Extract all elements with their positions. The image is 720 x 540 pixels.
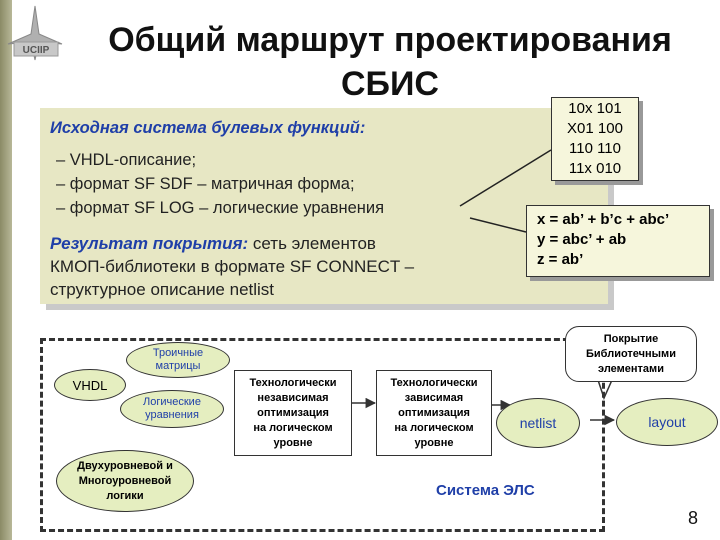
equation-y: y = abc’ + ab bbox=[537, 231, 627, 248]
node-layout: layout bbox=[616, 398, 718, 446]
node-indep-line: Технологически bbox=[249, 376, 337, 389]
node-ternary-line: матрицы bbox=[155, 360, 201, 372]
node-netlist: netlist bbox=[496, 398, 580, 448]
matrix-row: 110 110 bbox=[569, 140, 621, 157]
source-heading-text: Исходная система булевых функций: bbox=[50, 119, 366, 137]
result-text-2: КМОП-библиотеки в формате SF CONNECT – bbox=[50, 257, 415, 276]
callout-line: Покрытие bbox=[603, 332, 659, 345]
node-dep-line: уровне bbox=[414, 436, 454, 449]
title-line-1: Общий маршрут проектирования bbox=[108, 21, 672, 59]
node-dep-line: оптимизация bbox=[398, 406, 470, 419]
left-sidebar-bar bbox=[0, 0, 12, 540]
equation-x: x = ab’ + b’c + abc’ bbox=[537, 211, 670, 228]
node-tech-independent-optimization: Технологически независимая оптимизация н… bbox=[234, 370, 352, 456]
matrix-row: 10x 101 bbox=[568, 100, 622, 117]
node-vhdl: VHDL bbox=[54, 369, 126, 401]
node-dep-line: зависимая bbox=[404, 391, 464, 404]
node-indep-line: независимая bbox=[257, 391, 329, 404]
equations-box: x = ab’ + b’c + abc’ y = abc’ + ab z = a… bbox=[526, 205, 710, 277]
connector-log-to-equations bbox=[469, 217, 527, 233]
node-dep-line: Технологически bbox=[390, 376, 478, 389]
result-label: Результат покрытия: bbox=[50, 234, 249, 253]
source-panel bbox=[40, 108, 608, 304]
title-line-2: СБИС bbox=[341, 65, 439, 103]
library-cover-callout: Покрытие Библиотечными элементами bbox=[565, 326, 697, 382]
matrix-row: 11x 010 bbox=[568, 160, 622, 177]
callout-line: элементами bbox=[598, 362, 664, 375]
source-item-sdf: – формат SF SDF – матричная форма; bbox=[56, 175, 355, 193]
source-item-log: – формат SF LOG – логические уравнения bbox=[56, 199, 385, 217]
institute-logo: UCIIP bbox=[4, 4, 66, 62]
node-layout-label: layout bbox=[648, 414, 686, 430]
page-title: Общий маршрут проектирования СБИС bbox=[70, 18, 710, 106]
node-twolevel-line: Двухуровневой и bbox=[77, 459, 173, 472]
matrix-row: X01 100 bbox=[567, 120, 623, 137]
node-vhdl-label: VHDL bbox=[72, 377, 108, 393]
node-logic-line: Логические bbox=[143, 396, 201, 408]
logo-text: UCIIP bbox=[23, 45, 50, 56]
result-text-1: сеть элементов bbox=[248, 234, 376, 253]
matrix-example-box: 10x 101 X01 100 110 110 11x 010 bbox=[551, 97, 639, 181]
node-twolevel-line: логики bbox=[106, 489, 144, 502]
page-number: 8 bbox=[688, 508, 699, 528]
source-list: – VHDL-описание; – формат SF SDF – матри… bbox=[56, 148, 384, 220]
connector-sdf-to-matrix bbox=[459, 149, 552, 207]
node-indep-line: оптимизация bbox=[257, 406, 329, 419]
result-text: Результат покрытия: сеть элементов КМОП-… bbox=[50, 232, 414, 301]
source-item-vhdl: – VHDL-описание; bbox=[56, 151, 197, 169]
node-twolevel-line: Многоуровневой bbox=[78, 474, 172, 487]
node-two-multi-level-logic: Двухуровневой и Многоуровневой логики bbox=[56, 450, 194, 512]
node-indep-line: уровне bbox=[273, 436, 313, 449]
callout-line: Библиотечными bbox=[586, 347, 676, 360]
node-logic-line: уравнения bbox=[145, 409, 199, 421]
node-tech-dependent-optimization: Технологически зависимая оптимизация на … bbox=[376, 370, 492, 456]
node-dep-line: на логическом bbox=[394, 421, 474, 434]
equation-z: z = ab’ bbox=[537, 251, 584, 268]
node-ternary-line: Троичные bbox=[152, 347, 204, 359]
els-system-frame bbox=[40, 338, 605, 532]
result-text-3: структурное описание netlist bbox=[50, 280, 275, 299]
els-system-label: Система ЭЛС bbox=[436, 482, 535, 499]
node-indep-line: на логическом bbox=[253, 421, 333, 434]
source-heading: Исходная система булевых функций: bbox=[50, 116, 365, 140]
node-netlist-label: netlist bbox=[519, 415, 557, 431]
